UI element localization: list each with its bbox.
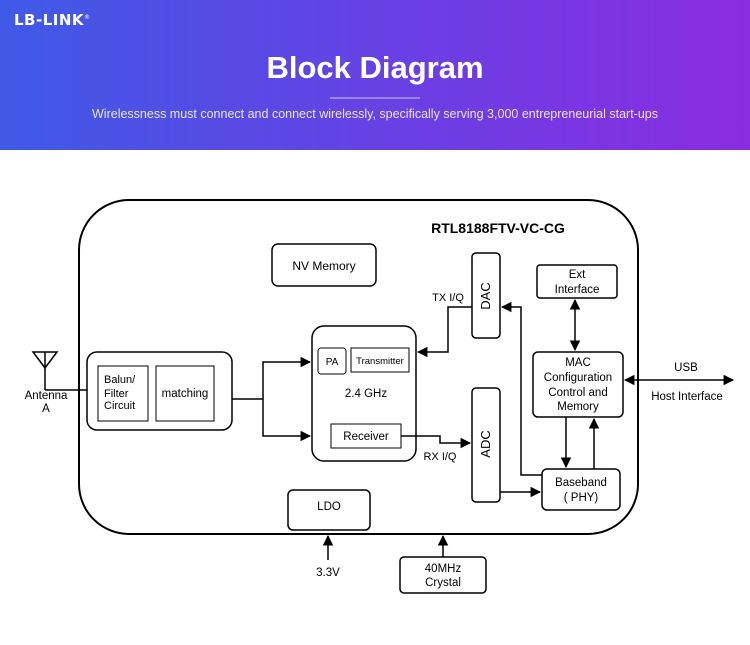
balun-label-3: Circuit	[104, 400, 135, 412]
frequency-label: 2.4 GHz	[345, 388, 387, 400]
matching-block	[155, 365, 215, 422]
dac-block	[471, 252, 501, 339]
usb-label: USB	[674, 362, 698, 374]
ext-interface-label-1: Ext	[569, 269, 586, 281]
nv-memory-label: NV Memory	[292, 259, 355, 273]
rx-iq-label: RX I/Q	[423, 451, 456, 463]
mac-label-3: Control and	[548, 387, 607, 399]
registered-mark: ®	[84, 14, 91, 21]
antenna-label-2: A	[42, 403, 50, 415]
adc-label: ADC	[478, 430, 493, 457]
ext-interface-label-2: Interface	[555, 284, 600, 296]
crystal-label-2: Crystal	[425, 577, 461, 589]
antenna-icon	[31, 351, 87, 391]
transmitter-block	[350, 347, 410, 373]
brand-logo-text: LB-LINK	[14, 11, 85, 29]
ldo-block	[287, 489, 371, 531]
mac-label-2: Configuration	[544, 372, 612, 384]
brand-logo[interactable]: LB-LINK®	[14, 11, 91, 29]
block-diagram: RTL8188FTV-VC-CG NV Memory DAC ADC Ext I…	[25, 199, 735, 594]
mac-label-4: Memory	[557, 401, 599, 413]
matching-label: matching	[162, 388, 209, 400]
pa-label: PA	[326, 357, 339, 368]
baseband-label-1: Baseband	[555, 477, 607, 489]
balun-label-1: Balun/	[104, 374, 136, 386]
pa-block	[317, 347, 347, 375]
transceiver-block	[311, 325, 417, 462]
crystal-label-1: 40MHz	[425, 563, 462, 575]
ext-interface-block	[536, 264, 618, 299]
page-title: Block Diagram	[266, 50, 484, 85]
host-interface-label: Host Interface	[651, 391, 723, 403]
baseband-label-2: ( PHY)	[564, 492, 599, 504]
antenna-label-1: Antenna	[25, 390, 68, 402]
mac-label-1: MAC	[565, 357, 591, 369]
mac-block	[532, 351, 624, 418]
receiver-label: Receiver	[343, 431, 389, 443]
ldo-label: LDO	[317, 501, 341, 513]
baseband-block	[541, 468, 621, 511]
nv-memory-block	[271, 243, 377, 287]
dac-label: DAC	[478, 282, 493, 309]
adc-block	[471, 387, 501, 503]
balun-label-2: Filter	[104, 388, 129, 400]
balun-block	[97, 365, 149, 422]
power-label: 3.3V	[316, 567, 340, 579]
chip-name: RTL8188FTV-VC-CG	[431, 220, 565, 236]
page-subtitle: Wirelessness must connect and connect wi…	[92, 107, 658, 121]
chip-outline	[78, 199, 639, 535]
title-divider	[330, 97, 420, 99]
header-banner: LB-LINK® Block Diagram Wirelessness must…	[0, 0, 750, 150]
transmitter-label: Transmitter	[356, 356, 404, 367]
rf-frontend-block	[86, 351, 233, 431]
connectors	[232, 298, 735, 560]
tx-iq-label: TX I/Q	[432, 292, 464, 304]
